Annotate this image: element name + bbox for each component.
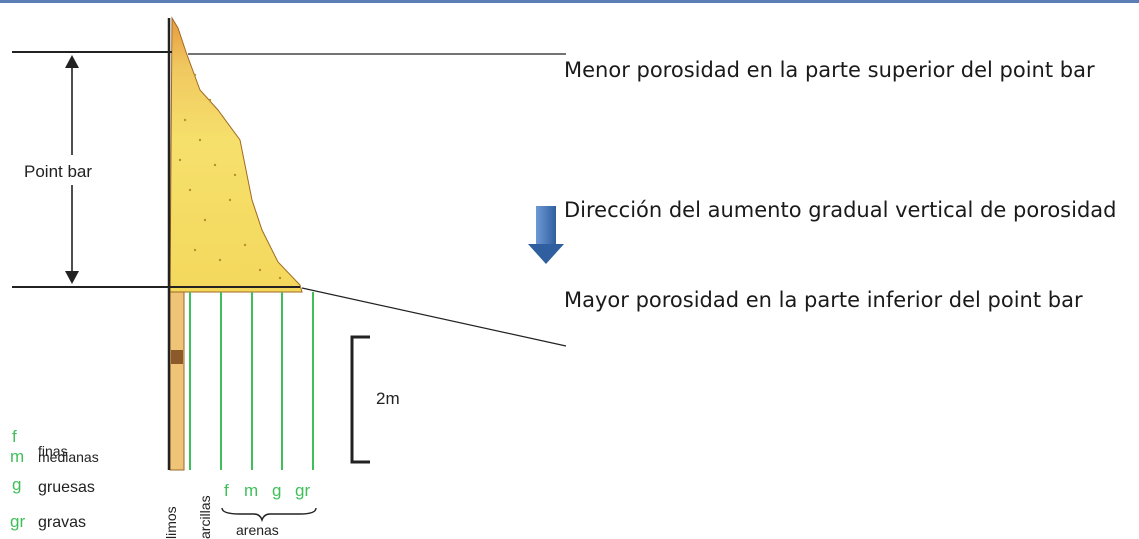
- down-arrow-icon: [528, 206, 564, 264]
- legend: f finas m medianas g gruesas gr gravas: [10, 427, 99, 531]
- arenas-brace: [221, 507, 317, 523]
- legend-code-f: f: [12, 427, 17, 446]
- scale-label: 2m: [376, 389, 400, 408]
- sand-code-gr: gr: [295, 481, 310, 500]
- note-direction-porosity: Dirección del aumento gradual vertical d…: [564, 198, 1117, 222]
- note-bottom-porosity: Mayor porosidad en la parte inferior del…: [564, 288, 1083, 312]
- sand-code-f: f: [224, 481, 229, 500]
- sand-body: [169, 16, 303, 293]
- leader-line-bottom: [301, 287, 567, 347]
- lower-column: [169, 291, 185, 471]
- legend-name-gruesas: gruesas: [38, 479, 95, 496]
- point-bar-label: Point bar: [24, 162, 92, 181]
- thickness-arrow-down: [65, 271, 79, 284]
- top-rule: [0, 0, 1139, 3]
- legend-name-finas: finas: [38, 443, 68, 459]
- arcillas-label: arcillas: [197, 495, 213, 539]
- note-top-porosity: Menor porosidad en la parte superior del…: [564, 58, 1095, 82]
- legend-code-g: g: [12, 475, 21, 494]
- sand-code-g: g: [272, 481, 281, 500]
- arenas-label: arenas: [236, 522, 279, 538]
- legend-name-gravas: gravas: [38, 514, 86, 531]
- legend-code-m: m: [10, 447, 24, 466]
- sand-code-m: m: [244, 481, 258, 500]
- clay-band: [171, 350, 183, 364]
- grain-lines: [189, 292, 314, 470]
- scale-bracket: [350, 335, 370, 464]
- sand-dots: [178, 73, 282, 280]
- limos-label: limos: [163, 506, 179, 539]
- legend-code-gr: gr: [10, 512, 25, 531]
- point-bar-label-bg: [20, 155, 142, 185]
- legend-name-medianas: medianas: [38, 449, 99, 465]
- thickness-arrow-up: [65, 55, 79, 68]
